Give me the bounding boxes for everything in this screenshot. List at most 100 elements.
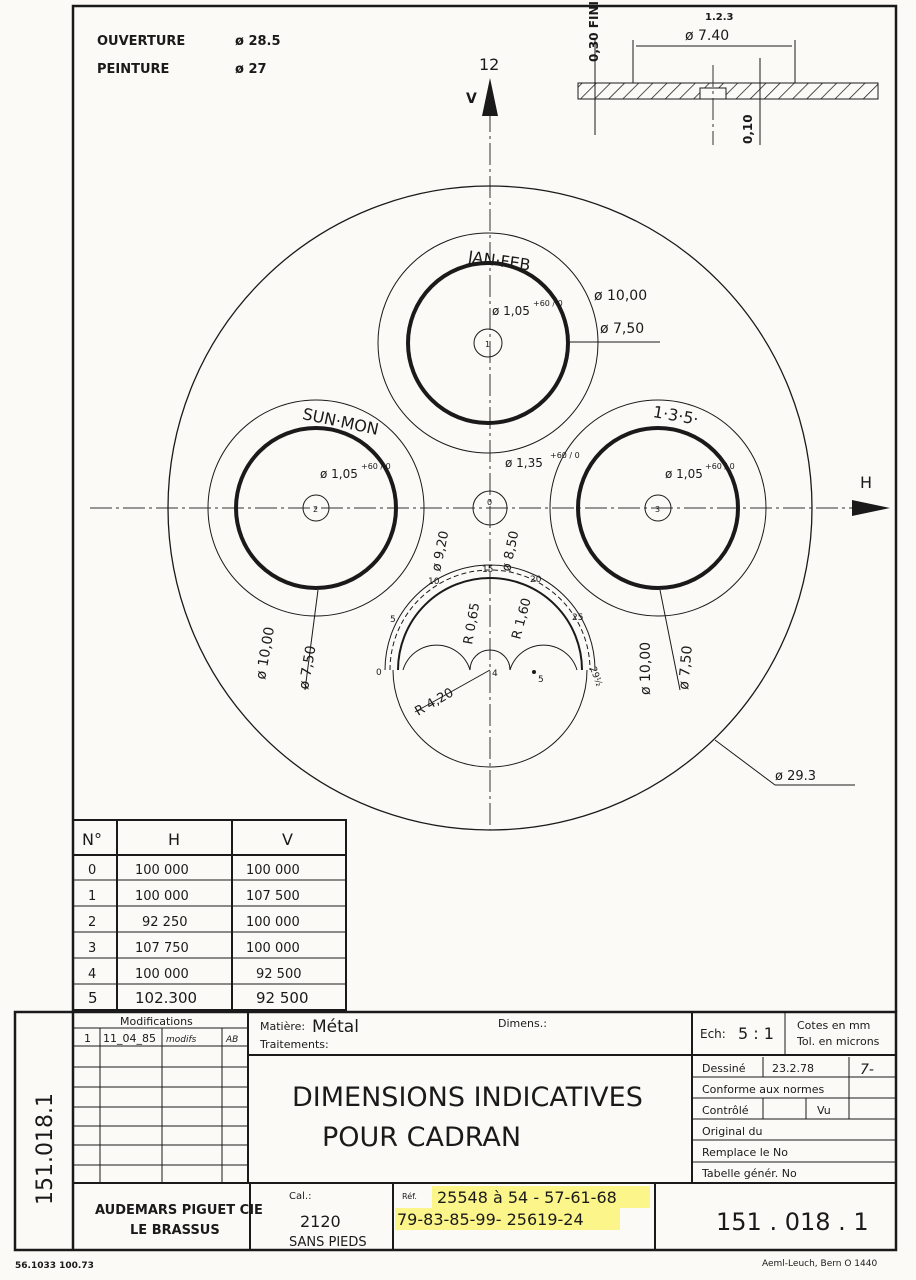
subdial-left-tol: +60 / 0 [361,462,391,471]
peinture-value: ø 27 [235,62,267,77]
title-block: 151.018.1 Modifications 1 11_04_85 modif… [13,1010,898,1252]
ech-label: Ech: [700,1027,726,1041]
moon-r3: R 4,20 [413,685,457,719]
subdial-left-outer: ø 10,00 [253,626,278,681]
title-line-2: POUR CADRAN [322,1122,521,1153]
drawing-frame [71,4,898,1012]
row-1-v: 107 500 [246,889,300,904]
moon-num-5: 5 [538,675,544,685]
center-hole-dim: ø 1,35 [505,456,543,470]
peinture-label: PEINTURE [97,62,169,77]
mod-initials: AB [225,1035,238,1045]
conforme-label: Conforme aux normes [702,1083,825,1096]
printer-credit: Aeml-Leuch, Bern O 1440 [762,1259,877,1269]
section-view: 0,30 FINI 1.2.3 ø 7.40 0,10 [577,1,879,145]
center-num: 0 [487,498,492,507]
dessine-initials: 7- [860,1062,874,1078]
units-line-2: Tol. en microns [796,1035,880,1048]
subdial-right-hole: ø 1,05 [665,467,703,481]
center-hole: ø 1,35 +60 / 0 0 [472,451,580,526]
remplace-label: Remplace le No [702,1146,788,1159]
dial-diameter: ø 29.3 [775,769,816,784]
dial-outline [167,185,813,831]
twelve-label: 12 [479,55,499,74]
depth-dim: 0,10 [741,114,755,144]
subdial-top-inner: ø 7,50 [600,321,644,337]
row-3-v: 100 000 [246,941,300,956]
subdial-top-tol: +60 / 0 [533,299,563,308]
header-no: N° [82,830,102,849]
ech-value: 5 : 1 [738,1024,774,1043]
header-h: H [168,830,180,849]
form-number: 56.1033 100.73 [15,1261,94,1271]
header-v: V [282,830,293,849]
dessine-date: 23.2.78 [772,1062,814,1075]
subdial-right-num: 3 [655,505,660,514]
row-4-h: 100 000 [135,967,189,982]
ouverture-label: OUVERTURE [97,34,185,49]
subdial-right: 1·3·5· ø 10,00 ø 7,50 ø 1,05 +60 / 0 3 [549,399,767,695]
mod-index: 1 [84,1032,91,1045]
row-3-no: 3 [88,941,96,956]
positions-label: 1.2.3 [705,12,734,23]
vu-label: Vu [817,1104,831,1117]
moon-num-4: 4 [492,669,498,679]
mod-date: 11_04_85 [103,1032,156,1045]
drawing-no-vertical: 151.018.1 [33,1093,58,1205]
notes: OUVERTURE ø 28.5 PEINTURE ø 27 [97,34,281,77]
subdial-top-label: JAN·FEB [466,247,532,275]
row-4-no: 4 [88,967,96,982]
coordinate-table: N° H V 0 100 000 100 000 1 100 000 107 500 2… [72,819,347,1011]
company-line-2: LE BRASSUS [130,1223,220,1238]
subdial-top-hole: ø 1,05 [492,304,530,318]
subdial-right-inner: ø 7,50 [676,645,696,690]
moon-scale-29-5: 29½ [587,666,603,689]
moon-scale-5: 5 [390,615,396,625]
moon-scale-20: 20 [530,575,542,585]
mod-desc: modifs [166,1035,197,1045]
row-2-no: 2 [88,915,96,930]
moon-r1: R 0,65 [461,602,483,646]
ref-line-2: 79-83-85-99- 25619-24 [397,1210,584,1229]
subdial-left-hole: ø 1,05 [320,467,358,481]
cal-value: 2120 [300,1212,341,1231]
row-3-h: 107 750 [135,941,189,956]
row-5-no: 5 [88,989,98,1007]
row-0-no: 0 [88,863,96,878]
moon-scale-0: 0 [376,668,382,678]
row-1-h: 100 000 [135,889,189,904]
original-label: Original du [702,1125,763,1138]
subdial-right-outer: ø 10,00 [638,642,654,695]
subdial-left: SUN·MON ø 10,00 ø 7,50 ø 1,05 +60 / 0 2 [207,399,425,691]
ref-label: Réf. [402,1191,417,1201]
moon-scale-10: 10 [428,577,440,587]
moon-d2: ø 8,50 [499,530,522,573]
controle-label: Contrôlé [702,1104,749,1117]
row-5-v: 92 500 [256,989,309,1007]
modifications-label: Modifications [120,1015,193,1028]
moon-scale-15: 15 [482,565,493,575]
center-hole-tol: +60 / 0 [550,451,580,460]
ref-line-1: 25548 à 54 - 57-61-68 [437,1188,617,1207]
drawing-no: 151 . 018 . 1 [716,1208,869,1236]
h-label: H [860,473,872,492]
v-label: V [466,91,477,107]
thickness-dim: 0,30 FINI [587,1,601,62]
subdial-left-num: 2 [313,505,318,514]
row-1-no: 1 [88,889,96,904]
title-line-1: DIMENSIONS INDICATIVES [292,1082,643,1113]
moon-d1: ø 9,20 [429,530,452,573]
matiere-value: Métal [312,1017,359,1037]
subdial-top-num: 1 [485,340,490,349]
matiere-label: Matière: [260,1020,305,1033]
company-line-1: AUDEMARS PIGUET CIE [95,1203,263,1218]
row-0-v: 100 000 [246,863,300,878]
moon-r2: R 1,60 [509,596,534,641]
moon-scale-25: 25 [572,613,583,623]
cal-note: SANS PIEDS [289,1235,367,1250]
row-2-h: 92 250 [142,915,188,930]
row-0-h: 100 000 [135,863,189,878]
v-arrow-icon [482,78,498,116]
ouverture-value: ø 28.5 [235,34,281,49]
dimens-label: Dimens.: [498,1017,547,1030]
